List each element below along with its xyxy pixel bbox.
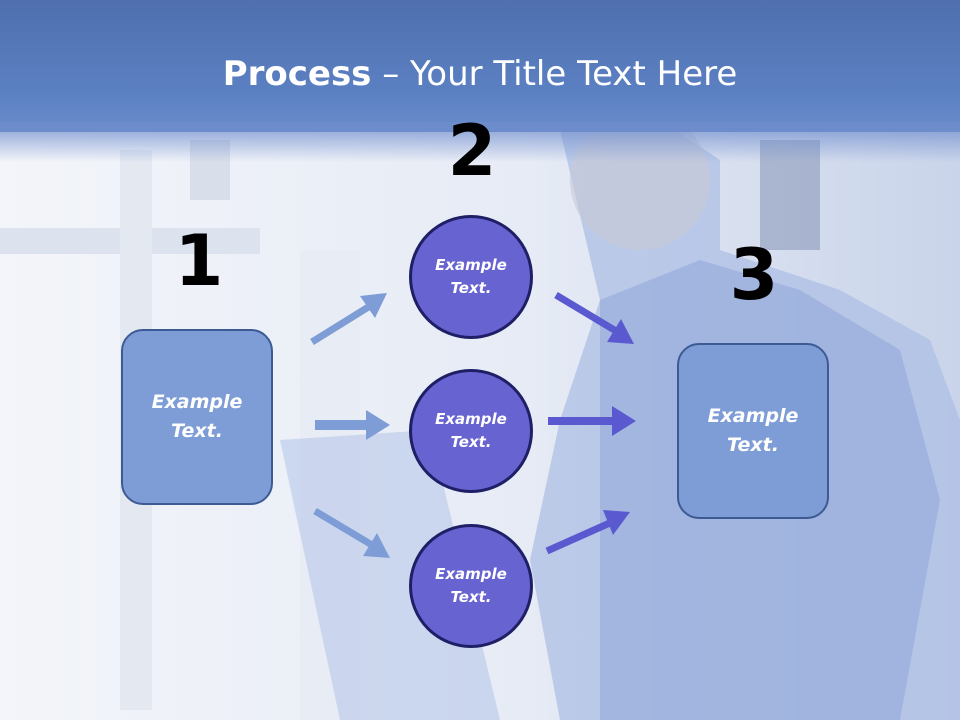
step-2-circle-middle: Example Text. bbox=[409, 369, 533, 493]
step-1-box: Example Text. bbox=[121, 329, 273, 505]
arrow-1-to-middle bbox=[315, 410, 390, 440]
step-number-3: 3 bbox=[729, 234, 779, 316]
slide-title: Process – Your Title Text Here bbox=[0, 52, 960, 96]
step-3-box: Example Text. bbox=[677, 343, 829, 519]
arrow-1-to-bottom bbox=[313, 507, 390, 558]
title-bold: Process bbox=[222, 54, 372, 94]
step-2-circle-bottom: Example Text. bbox=[409, 524, 533, 648]
arrow-top-to-3 bbox=[554, 291, 634, 344]
arrow-bottom-to-3 bbox=[545, 510, 630, 555]
step-number-1: 1 bbox=[174, 220, 224, 302]
header-fade bbox=[0, 122, 960, 162]
step-number-2: 2 bbox=[447, 110, 497, 192]
arrow-1-to-top bbox=[310, 293, 387, 345]
title-rest: – Your Title Text Here bbox=[371, 54, 738, 94]
header-bar bbox=[0, 0, 960, 132]
arrow-middle-to-3 bbox=[548, 406, 636, 436]
step-2-circle-top: Example Text. bbox=[409, 215, 533, 339]
